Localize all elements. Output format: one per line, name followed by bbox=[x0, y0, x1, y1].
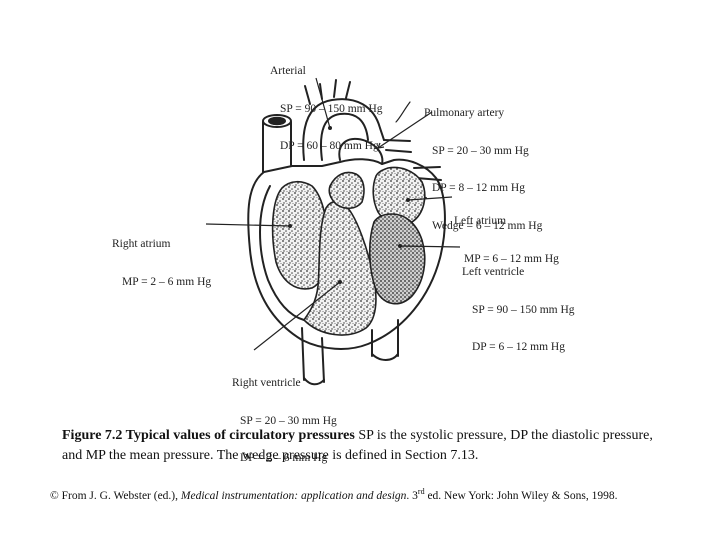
left-atrium-chamber bbox=[372, 166, 426, 226]
pulmonary-artery-title: Pulmonary artery bbox=[424, 107, 505, 119]
left-atrium-mp: MP = 6 – 12 mm Hg bbox=[464, 252, 559, 265]
left-ventricle-title: Left ventricle bbox=[462, 266, 525, 278]
leader-pulmonary bbox=[377, 111, 433, 149]
leader-arterial bbox=[315, 77, 331, 129]
left-ventricle-label: Left ventricle SP = 90 – 150 mm Hg DP = … bbox=[462, 241, 575, 379]
right-atrium-title: Right atrium bbox=[112, 238, 171, 250]
right-atrium-label: Right atrium MP = 2 – 6 mm Hg bbox=[112, 213, 211, 313]
left-atrium-label: Left atrium MP = 6 – 12 mm Hg bbox=[454, 190, 559, 290]
leader-right-ventricle bbox=[253, 281, 341, 351]
aortic-branches bbox=[304, 79, 351, 105]
inferior-vena-cava bbox=[301, 327, 325, 383]
heart-diagram: Arterial SP = 90 – 150 mm Hg DP = 60 – 8… bbox=[112, 40, 575, 464]
credit-book-title: Medical instrumentation: application and… bbox=[180, 490, 407, 502]
right-atrium-mp: MP = 2 – 6 mm Hg bbox=[122, 275, 212, 288]
right-ventricle-label: Right ventricle SP = 20 – 30 mm Hg DP = … bbox=[232, 352, 337, 490]
right-ventricle-sp: SP = 20 – 30 mm Hg bbox=[240, 414, 337, 427]
arterial-sp: SP = 90 – 150 mm Hg bbox=[280, 102, 383, 115]
superior-vena-cava bbox=[262, 121, 292, 173]
pulmonary-artery-label: Pulmonary artery SP = 20 – 30 mm Hg DP =… bbox=[424, 82, 542, 257]
right-ventricle-title: Right ventricle bbox=[232, 377, 301, 389]
leader-left-atrium bbox=[407, 196, 453, 201]
credit-publisher: ed. New York: John Wiley & Sons, 1998. bbox=[424, 490, 618, 502]
pulmonary-trunk bbox=[338, 137, 384, 165]
credit-edition-number: . 3 bbox=[406, 490, 418, 502]
leader-left-ventricle bbox=[399, 245, 461, 248]
right-ventricle-dp: DP = 2 – 6 mm Hg bbox=[240, 452, 328, 464]
credit-prefix: © From J. G. Webster (ed.), bbox=[50, 490, 179, 502]
left-ventricle-dp: DP = 6 – 12 mm Hg bbox=[472, 341, 565, 353]
pulmonary-valve-region bbox=[328, 171, 365, 210]
right-ventricle-chamber bbox=[303, 201, 377, 336]
caption-text: SP is the systolic pressure, DP the dias… bbox=[62, 428, 653, 463]
descending-aorta bbox=[371, 319, 399, 357]
leader-right-atrium bbox=[205, 223, 291, 227]
arterial-label: Arterial SP = 90 – 150 mm Hg DP = 60 – 8… bbox=[270, 40, 383, 178]
heart-illustration bbox=[205, 77, 461, 386]
source-credit: © From J. G. Webster (ed.), Medical inst… bbox=[50, 487, 690, 504]
arterial-dp: DP = 60 – 80 mm Hg bbox=[280, 140, 379, 152]
pulmonary-artery-sp: SP = 20 – 30 mm Hg bbox=[432, 144, 529, 157]
pulmonary-artery-dp: DP = 8 – 12 mm Hg bbox=[432, 182, 525, 194]
left-ventricle-sp: SP = 90 – 150 mm Hg bbox=[472, 303, 575, 316]
aorta-arch bbox=[302, 98, 385, 161]
caption-title: Figure 7.2 Typical values of circulatory… bbox=[62, 428, 355, 443]
left-ventricle-chamber bbox=[368, 213, 426, 305]
credit-edition-suffix: rd bbox=[417, 487, 425, 497]
arterial-title: Arterial bbox=[270, 65, 306, 77]
heart-outline bbox=[247, 158, 446, 350]
pulmonary-artery-wedge: Wedge = 6 – 12 mm Hg bbox=[432, 219, 543, 232]
figure-caption: Figure 7.2 Typical values of circulatory… bbox=[62, 426, 662, 466]
left-atrium-title: Left atrium bbox=[454, 215, 507, 227]
